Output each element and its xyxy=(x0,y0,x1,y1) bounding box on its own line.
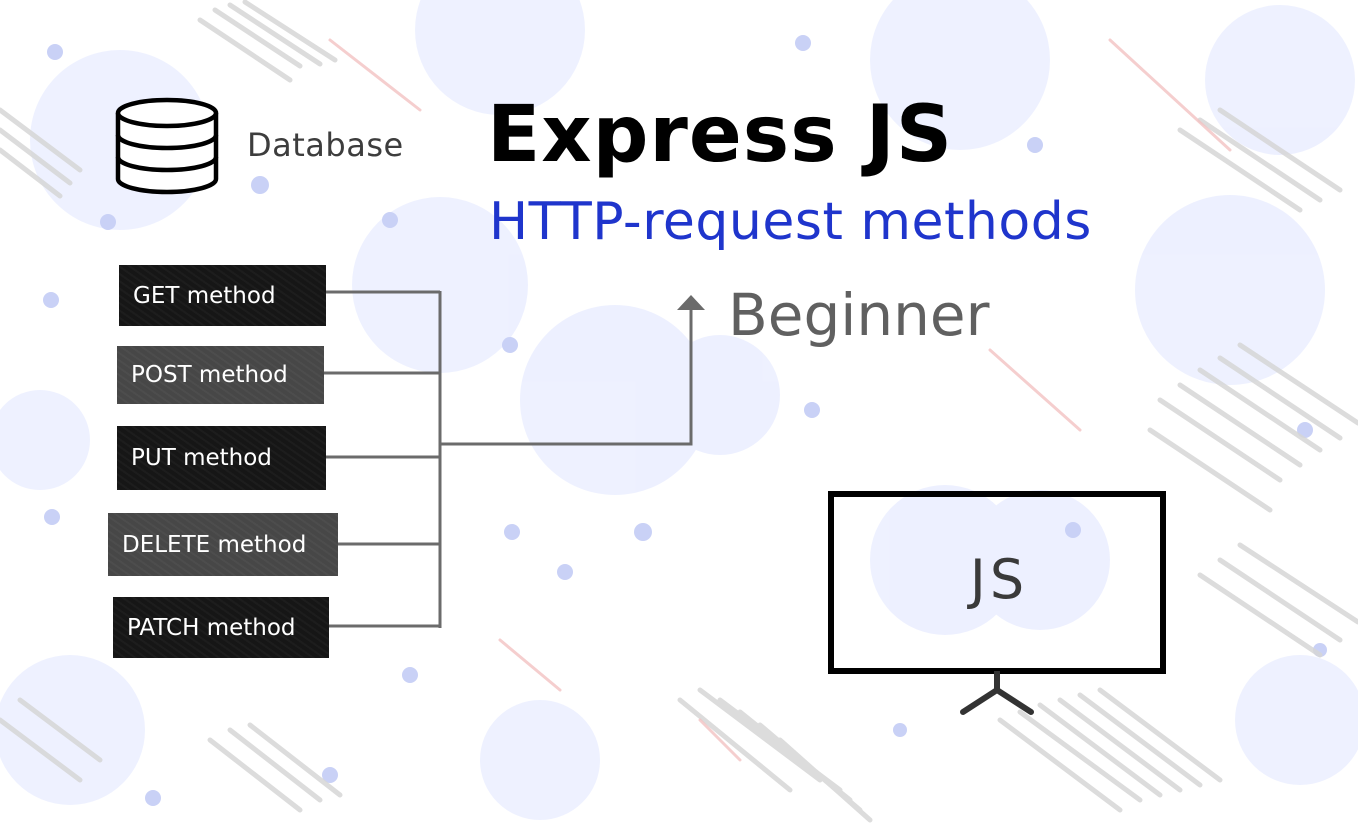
delete-method-box: DELETE method xyxy=(108,513,338,576)
page-subtitle: HTTP-request methods xyxy=(489,192,1092,252)
monitor-label: JS xyxy=(969,548,1029,611)
post-method-box: POST method xyxy=(117,346,324,404)
level-label: Beginner xyxy=(728,281,990,349)
patch-method-box: PATCH method xyxy=(113,597,329,658)
put-method-label: PUT method xyxy=(131,445,272,471)
database-icon xyxy=(115,97,219,195)
put-method-box: PUT method xyxy=(117,426,326,490)
connector-to-level xyxy=(440,308,693,446)
delete-method-label: DELETE method xyxy=(122,531,307,558)
post-method-label: POST method xyxy=(131,362,288,388)
patch-method-label: PATCH method xyxy=(127,614,296,641)
database-label: Database xyxy=(247,126,404,164)
get-method-label: GET method xyxy=(133,282,276,309)
monitor-icon xyxy=(828,491,1166,715)
arrowhead-icon xyxy=(677,295,705,310)
page-title: Express JS xyxy=(487,90,954,180)
get-method-box: GET method xyxy=(119,265,326,326)
